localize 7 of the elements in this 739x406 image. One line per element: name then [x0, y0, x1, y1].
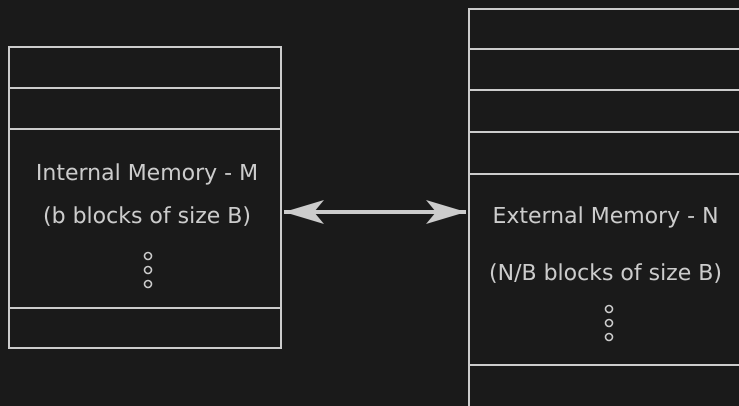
memory-title: External Memory - N [492, 203, 719, 231]
memory-subtitle: (N/B blocks of size B) [489, 260, 722, 288]
memory-block-stack [8, 46, 282, 349]
memory-subtitle: (b blocks of size B) [43, 203, 251, 231]
memory-title: Internal Memory - M [36, 160, 258, 188]
memory-block-stack [468, 8, 739, 406]
double-arrow [284, 200, 466, 224]
